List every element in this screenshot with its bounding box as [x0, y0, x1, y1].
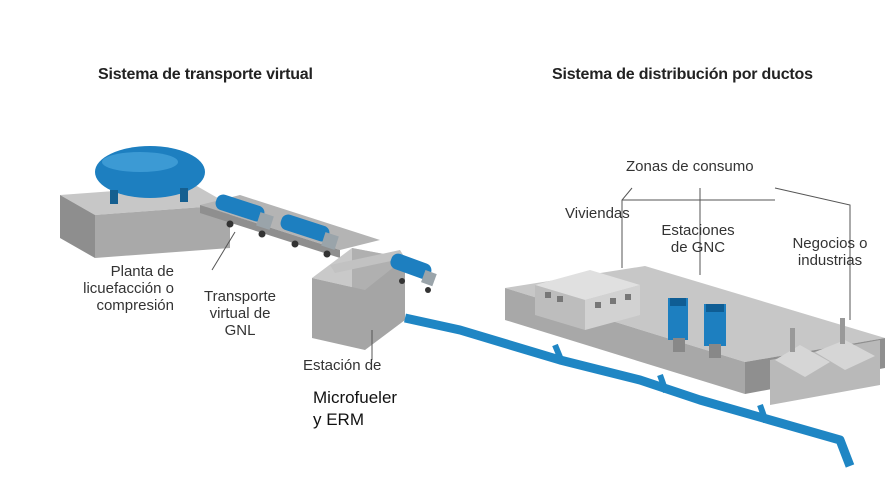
lng-truck-2 — [280, 214, 339, 258]
lng-truck-1 — [215, 194, 274, 238]
gnc-stations-label: Estaciones de GNC — [661, 222, 735, 256]
callout-lines — [211, 187, 851, 360]
transport-label: Transporte virtual de GNL — [204, 288, 276, 339]
housing-buildings — [535, 270, 640, 330]
lng-storage-tank — [95, 146, 205, 204]
gas-pipeline — [404, 313, 855, 468]
gnc-stations — [668, 298, 726, 358]
duct-distribution-header: Sistema de distribución por ductos — [552, 66, 813, 83]
housing-label: Viviendas — [565, 205, 630, 222]
virtual-transport-header: Sistema de transporte virtual — [98, 66, 313, 83]
consumption-zones-label: Zonas de consumo — [626, 158, 754, 175]
microfueler-truck — [390, 253, 437, 293]
station-label: Estación de — [303, 357, 382, 374]
station-extra-label: Microfueler y ERM — [313, 388, 398, 429]
plant-label: Planta de licuefacción o compresión — [83, 263, 174, 314]
industrial-buildings — [775, 318, 875, 377]
business-label: Negocios o industrias — [792, 235, 868, 269]
microfueler-station-platform — [312, 248, 405, 350]
